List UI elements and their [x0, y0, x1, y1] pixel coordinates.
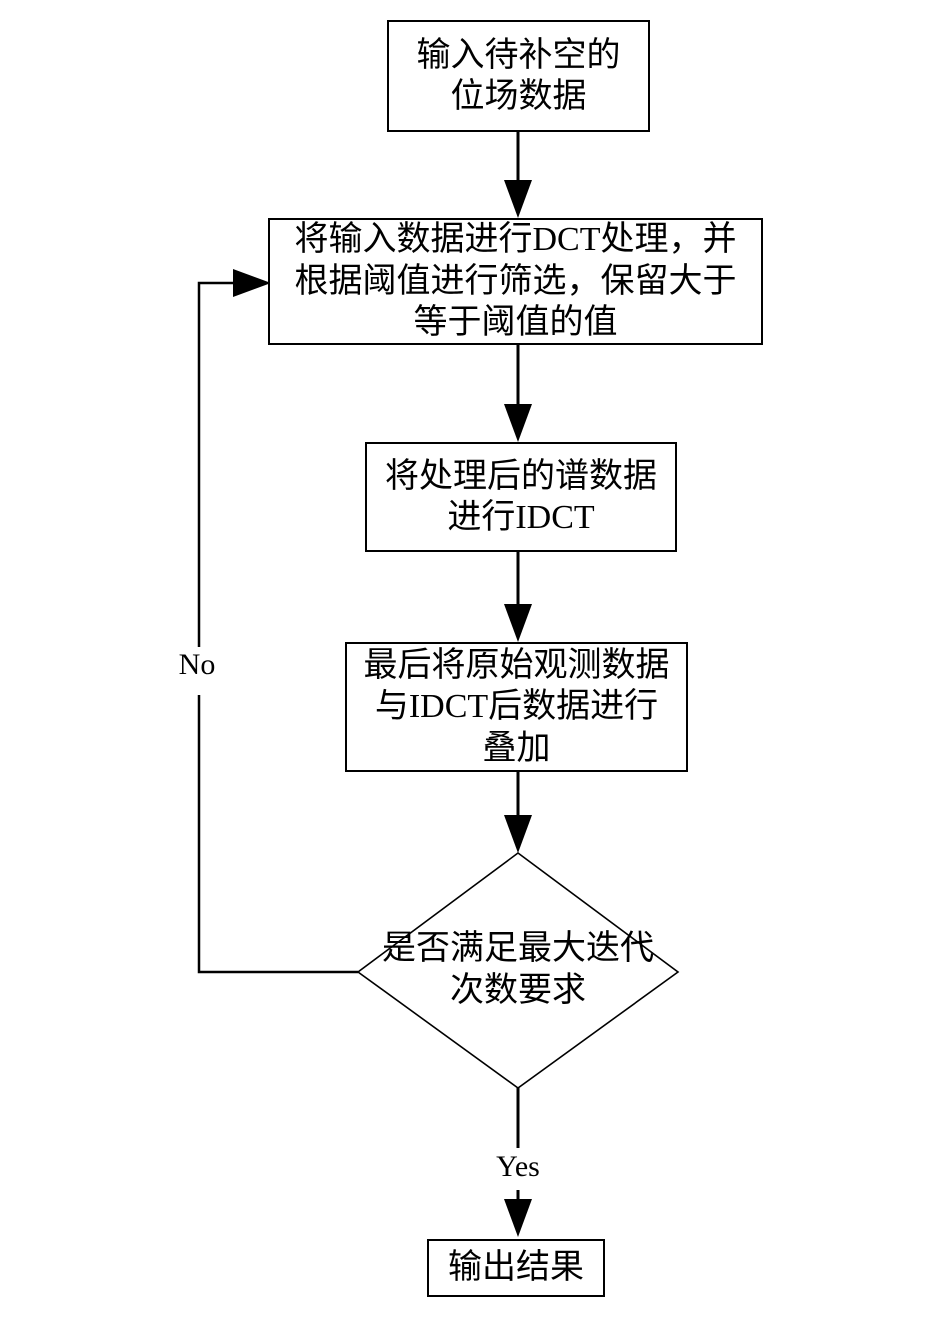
arrowhead-down-icon: [504, 180, 532, 218]
node-superpose-box: 最后将原始观测数据 与IDCT后数据进行 叠加: [345, 642, 688, 772]
node-superpose-text-line: 与IDCT后数据进行: [374, 688, 659, 726]
node-idct-box: 将处理后的谱数据 进行IDCT: [365, 442, 677, 552]
node-dct-text-line: 等于阈值的值: [413, 304, 618, 342]
connector-no-loop-lower: [197, 695, 358, 974]
node-superpose-text-line: 最后将原始观测数据: [363, 646, 670, 684]
node-superpose-text-line: 叠加: [482, 729, 551, 767]
node-input-box: 输入待补空的 位场数据: [387, 20, 650, 132]
arrowhead-down-icon: [504, 404, 532, 442]
node-input-text-line: 输入待补空的: [416, 36, 621, 74]
node-dct-box: 将输入数据进行DCT处理，并 根据阈值进行筛选，保留大于 等于阈值的值: [268, 218, 763, 345]
node-decision-text-line: 是否满足最大迭代: [382, 929, 654, 967]
node-output-text-line: 输出结果: [448, 1249, 584, 1287]
arrowhead-down-icon: [504, 815, 532, 853]
arrowhead-down-icon: [504, 1199, 532, 1237]
arrowhead-down-icon: [504, 604, 532, 642]
node-decision-text: 是否满足最大迭代 次数要求: [358, 880, 678, 1060]
node-dct-text-line: 将输入数据进行DCT处理，并: [294, 221, 737, 259]
node-dct-text-line: 根据阈值进行筛选，保留大于: [294, 262, 737, 300]
node-output-box: 输出结果: [427, 1239, 605, 1297]
label-no: No: [176, 648, 218, 682]
label-yes: Yes: [494, 1150, 542, 1184]
node-input-text-line: 位场数据: [450, 78, 587, 115]
arrowhead-right-icon: [233, 269, 271, 297]
node-decision-text-line: 次数要求: [450, 972, 586, 1009]
connector-no-loop-upper: [197, 281, 233, 647]
node-idct-text-line: 进行IDCT: [447, 499, 595, 536]
node-idct-text-line: 将处理后的谱数据: [385, 457, 657, 495]
